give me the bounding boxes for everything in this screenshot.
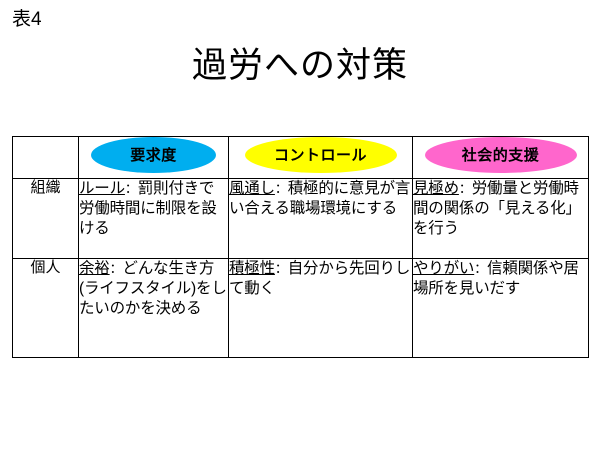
matrix-table-container: 要求度 コントロール 社会的支援 組織 ルール：罰則付きで労働時間に制限を設ける xyxy=(12,136,589,358)
cell-keyword: ルール xyxy=(79,180,125,197)
cell-body: 信頼関係や居場所を見いだす xyxy=(413,260,579,297)
cell-individual-support: やりがい：信頼関係や居場所を見いだす xyxy=(412,258,589,358)
cell-keyword: 風通し xyxy=(229,180,275,197)
column-header-demand: 要求度 xyxy=(78,136,229,179)
figure-label: 表4 xyxy=(12,9,42,30)
column-badge-control: コントロール xyxy=(244,137,397,173)
cell-separator: ： xyxy=(109,261,123,276)
row-header-individual: 個人 xyxy=(12,258,79,358)
cell-body: どんな生き方(ライフスタイル)をしたいのかを決める xyxy=(79,260,227,317)
table-row: 個人 余裕：どんな生き方(ライフスタイル)をしたいのかを決める 積極性：自分から… xyxy=(12,258,589,358)
table-row: 組織 ルール：罰則付きで労働時間に制限を設ける 風通し：積極的に意見が言い合える… xyxy=(12,178,589,259)
cell-body: 罰則付きで労働時間に制限を設ける xyxy=(79,180,217,237)
cell-keyword: やりがい xyxy=(413,260,475,277)
row-header-organization: 組織 xyxy=(12,178,79,259)
cell-separator: ： xyxy=(274,181,288,196)
page-title: 過労への対策 xyxy=(191,46,408,85)
cell-individual-demand: 余裕：どんな生き方(ライフスタイル)をしたいのかを決める xyxy=(78,258,229,358)
cell-separator: ： xyxy=(458,181,472,196)
table-header-row: 要求度 コントロール 社会的支援 xyxy=(12,136,589,179)
cell-keyword: 余裕 xyxy=(79,260,110,277)
column-header-control: コントロール xyxy=(228,136,413,179)
table-corner-cell xyxy=(12,136,79,179)
cell-body: 自分から先回りして動く xyxy=(229,260,411,297)
column-badge-demand: 要求度 xyxy=(91,137,216,173)
cell-body: 積極的に意見が言い合える職場環境にする xyxy=(229,180,411,217)
column-badge-support: 社会的支援 xyxy=(424,137,577,173)
cell-keyword: 積極性 xyxy=(229,260,275,277)
cell-keyword: 見極め xyxy=(413,180,459,197)
cell-organization-demand: ルール：罰則付きで労働時間に制限を設ける xyxy=(78,178,229,259)
cell-separator: ： xyxy=(124,181,138,196)
cell-organization-control: 風通し：積極的に意見が言い合える職場環境にする xyxy=(228,178,413,259)
matrix-table: 要求度 コントロール 社会的支援 組織 ルール：罰則付きで労働時間に制限を設ける xyxy=(12,136,589,358)
cell-individual-control: 積極性：自分から先回りして動く xyxy=(228,258,413,358)
cell-body: 労働量と労働時間の関係の「見える化」を行う xyxy=(413,180,581,237)
cell-organization-support: 見極め：労働量と労働時間の関係の「見える化」を行う xyxy=(412,178,589,259)
column-header-support: 社会的支援 xyxy=(412,136,589,179)
cell-separator: ： xyxy=(274,261,288,276)
cell-separator: ： xyxy=(474,261,488,276)
